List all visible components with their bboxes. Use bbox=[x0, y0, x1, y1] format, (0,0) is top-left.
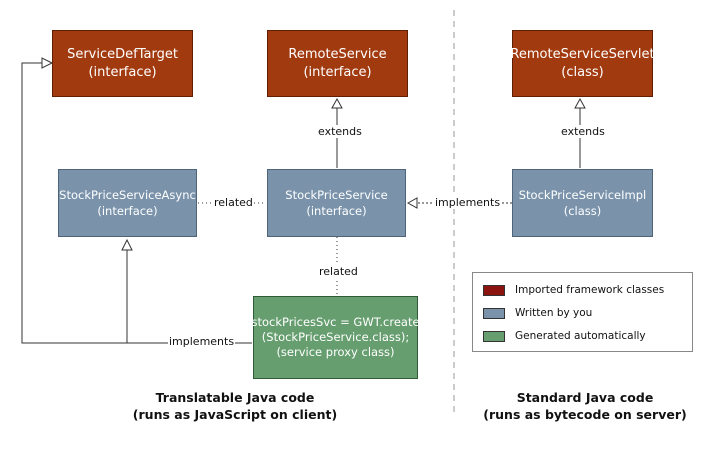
box-subtitle: (class) bbox=[561, 64, 604, 80]
legend-swatch bbox=[483, 284, 505, 296]
implements-impl-arrowhead bbox=[406, 197, 418, 209]
box-subtitle: (interface) bbox=[306, 204, 367, 218]
caption-line: Standard Java code bbox=[516, 390, 654, 405]
implements-impl-label: implements bbox=[434, 196, 502, 209]
caption-line: Translatable Java code bbox=[155, 390, 315, 405]
stock-price-service-impl-box: StockPriceServiceImpl (class) bbox=[512, 169, 653, 237]
box-line: (service proxy class) bbox=[276, 345, 395, 359]
box-title: RemoteServiceServlet bbox=[510, 46, 655, 62]
legend-label: Generated automatically bbox=[515, 330, 646, 342]
implements-async-label: implements bbox=[168, 335, 236, 348]
legend-label: Imported framework classes bbox=[515, 284, 665, 296]
client-caption: Translatable Java code (runs as JavaScri… bbox=[100, 389, 370, 423]
box-line: (StockPriceService.class); bbox=[261, 330, 410, 344]
legend-swatch bbox=[483, 330, 505, 342]
box-title: StockPriceService bbox=[285, 188, 388, 202]
box-subtitle: (interface) bbox=[303, 64, 372, 80]
extends-servlet-arrowhead bbox=[574, 97, 586, 109]
box-title: ServiceDefTarget bbox=[67, 46, 178, 62]
box-subtitle: (class) bbox=[563, 204, 602, 218]
legend-label: Written by you bbox=[515, 307, 593, 319]
implements-servicedef-line bbox=[21, 62, 127, 344]
server-caption: Standard Java code (runs as bytecode on … bbox=[465, 389, 705, 423]
remote-service-box: RemoteService (interface) bbox=[267, 30, 408, 97]
generated-proxy-box: stockPricesSvc = GWT.create (StockPriceS… bbox=[251, 296, 420, 379]
related-vertical-label: related bbox=[318, 265, 359, 278]
stock-price-service-box: StockPriceService (interface) bbox=[267, 169, 406, 237]
box-subtitle: (interface) bbox=[88, 64, 157, 80]
extends-servlet-label: extends bbox=[560, 125, 606, 138]
implements-servicedef-arrowhead bbox=[41, 57, 54, 69]
implements-async-line bbox=[126, 250, 252, 344]
remote-service-servlet-box: RemoteServiceServlet (class) bbox=[510, 30, 655, 97]
box-line: stockPricesSvc = GWT.create bbox=[251, 315, 420, 329]
legend-item-user: Written by you bbox=[483, 306, 592, 320]
box-subtitle: (interface) bbox=[97, 204, 158, 218]
legend-item-generated: Generated automatically bbox=[483, 329, 646, 343]
box-title: StockPriceServiceAsync bbox=[59, 188, 196, 202]
caption-line: (runs as JavaScript on client) bbox=[132, 407, 338, 422]
stock-price-service-async-box: StockPriceServiceAsync (interface) bbox=[58, 169, 197, 237]
implements-async-arrowhead bbox=[121, 238, 133, 251]
caption-line: (runs as bytecode on server) bbox=[483, 407, 687, 422]
extends-remote-arrowhead bbox=[331, 97, 343, 109]
service-def-target-box: ServiceDefTarget (interface) bbox=[52, 30, 193, 97]
legend: Imported framework classes Written by yo… bbox=[472, 272, 693, 352]
legend-swatch bbox=[483, 307, 505, 319]
box-title: RemoteService bbox=[288, 46, 387, 62]
box-title: StockPriceServiceImpl bbox=[518, 188, 647, 202]
legend-item-framework: Imported framework classes bbox=[483, 283, 664, 297]
related-horizontal-label: related bbox=[213, 196, 254, 209]
extends-remote-label: extends bbox=[317, 125, 363, 138]
